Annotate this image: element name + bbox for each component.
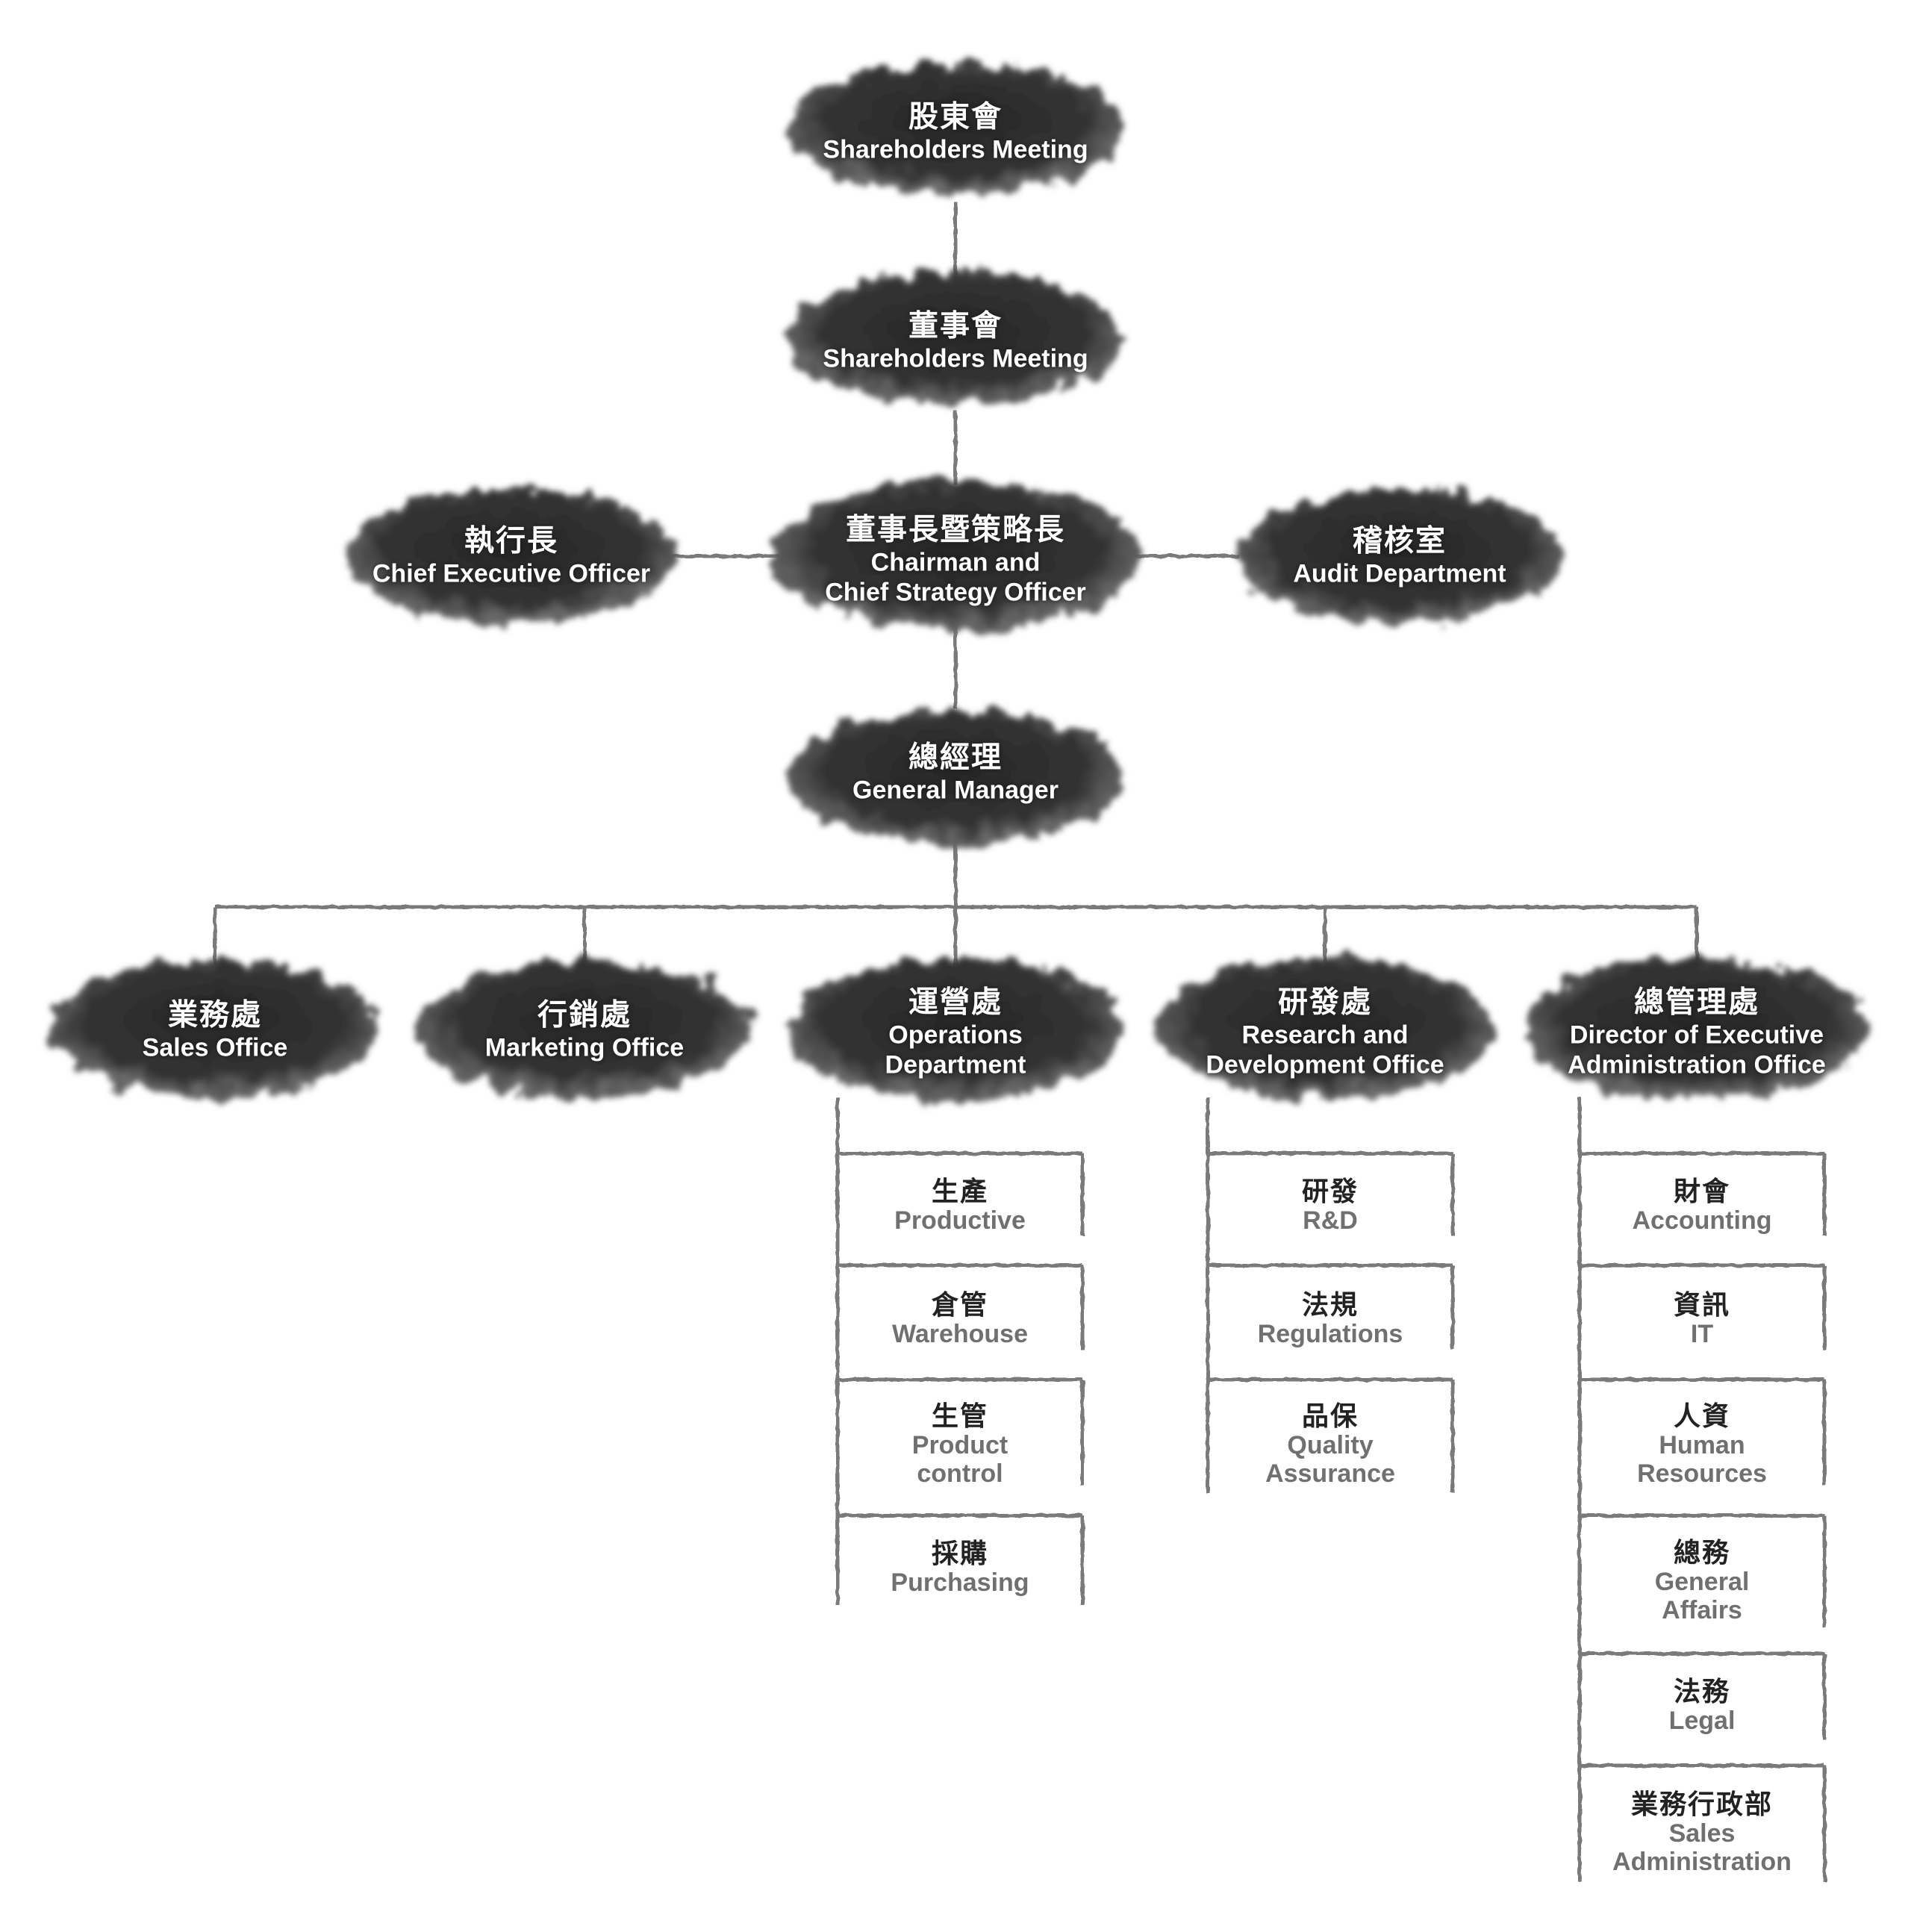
unit-zh-label: 法務 <box>1673 1675 1730 1707</box>
division-zh-label: 總管理處 <box>1633 985 1759 1019</box>
node-board: 董事會 Shareholders Meeting <box>823 308 1088 373</box>
cloud-board <box>788 272 1123 403</box>
unit-zh-label: 生管 <box>931 1400 989 1431</box>
unit-en-label: General <box>1654 1568 1750 1597</box>
cloud-gm <box>788 709 1123 844</box>
cloud-shareholders <box>788 63 1123 194</box>
division-zh-label: 業務處 <box>168 998 262 1032</box>
node-chairman: 董事長暨策略長 Chairman and Chief Strategy Offi… <box>825 512 1086 607</box>
unit-product-control: 生管 Product control <box>911 1400 1009 1489</box>
node-en-label: Chief Strategy Officer <box>825 578 1086 607</box>
cloud-chairman <box>773 482 1138 631</box>
unit-en-label: Affairs <box>1662 1596 1742 1625</box>
unit-en-label: control <box>917 1459 1003 1489</box>
unit-zh-label: 總務 <box>1673 1536 1730 1568</box>
unit-it: 資訊 IT <box>1673 1288 1731 1349</box>
unit-en-label: IT <box>1690 1320 1714 1349</box>
cloud-sales <box>49 960 381 1097</box>
division-zh-label: 運營處 <box>908 985 1003 1019</box>
node-zh-label: 董事長暨策略長 <box>846 513 1065 546</box>
cloud-operations <box>788 958 1123 1100</box>
division-en-label: Operations <box>888 1020 1023 1050</box>
unit-warehouse: 倉管 Warehouse <box>891 1288 1029 1349</box>
unit-human-resources: 人資 Human Resources <box>1637 1400 1767 1489</box>
node-en-label: Chief Executive Officer <box>372 559 651 588</box>
unit-en-label: Accounting <box>1632 1206 1772 1235</box>
unit-zh-label: 人資 <box>1673 1400 1730 1431</box>
unit-en-label: Administration <box>1612 1848 1792 1877</box>
cloud-marketing <box>419 960 750 1097</box>
division-en-label: Director of Executive <box>1569 1020 1824 1050</box>
division-en-label: Research and <box>1241 1020 1409 1050</box>
unit-zh-label: 業務行政部 <box>1630 1788 1773 1819</box>
unit-productive: 生產 Productive <box>894 1175 1026 1235</box>
unit-zh-label: 採購 <box>931 1537 989 1568</box>
node-en-label: Chairman and <box>870 548 1041 577</box>
division-en-label: Department <box>885 1050 1026 1079</box>
unit-en-label: Warehouse <box>891 1320 1029 1349</box>
unit-zh-label: 資訊 <box>1673 1288 1731 1320</box>
unit-purchasing: 採購 Purchasing <box>891 1537 1029 1598</box>
unit-legal: 法務 Legal <box>1668 1675 1736 1736</box>
unit-en-label: Sales <box>1668 1819 1736 1848</box>
cloud-admin <box>1524 958 1870 1100</box>
unit-en-label: Productive <box>894 1206 1026 1235</box>
node-en-label: Shareholders Meeting <box>823 135 1088 164</box>
division-en-label: Administration Office <box>1568 1050 1826 1079</box>
division-zh-label: 研發處 <box>1278 985 1372 1019</box>
unit-en-label: Purchasing <box>891 1568 1029 1598</box>
node-en-label: General Manager <box>852 776 1059 805</box>
unit-zh-label: 生產 <box>931 1175 988 1206</box>
unit-en-label: Quality <box>1287 1431 1374 1460</box>
node-zh-label: 董事會 <box>908 309 1003 343</box>
unit-regulations: 法規 Regulations <box>1257 1288 1403 1349</box>
unit-en-label: Resources <box>1637 1459 1767 1489</box>
division-sales: 業務處 Sales Office <box>143 997 288 1062</box>
division-admin: 總管理處 Director of Executive Administratio… <box>1568 985 1826 1079</box>
node-zh-label: 股東會 <box>908 100 1003 134</box>
unit-en-label: Human <box>1659 1431 1745 1460</box>
division-zh-label: 行銷處 <box>537 998 632 1032</box>
node-general-manager: 總經理 General Manager <box>852 740 1059 805</box>
ink-clouds <box>49 63 1870 1100</box>
unit-zh-label: 財會 <box>1673 1175 1731 1206</box>
unit-en-label: Assurance <box>1265 1459 1395 1489</box>
node-zh-label: 總經理 <box>908 741 1003 774</box>
sub-unit-frames <box>835 1097 1827 1881</box>
division-en-label: Marketing Office <box>484 1033 685 1062</box>
unit-general-affairs: 總務 General Affairs <box>1654 1536 1750 1625</box>
division-rnd: 研發處 Research and Development Office <box>1206 985 1444 1079</box>
division-en-label: Sales Office <box>142 1033 288 1062</box>
division-en-label: Development Office <box>1206 1050 1444 1079</box>
node-zh-label: 稽核室 <box>1352 524 1447 558</box>
unit-en-label: Regulations <box>1257 1320 1403 1349</box>
node-zh-label: 執行長 <box>464 524 558 558</box>
unit-zh-label: 品保 <box>1301 1400 1359 1431</box>
unit-accounting: 財會 Accounting <box>1632 1175 1772 1235</box>
cloud-rnd <box>1157 958 1493 1100</box>
unit-quality-assurance: 品保 Quality Assurance <box>1265 1400 1395 1489</box>
unit-en-label: Legal <box>1668 1707 1736 1736</box>
node-ceo: 執行長 Chief Executive Officer <box>372 523 650 588</box>
unit-zh-label: 倉管 <box>931 1288 989 1320</box>
unit-en-label: Product <box>911 1431 1009 1460</box>
connector-lines <box>213 202 1699 967</box>
unit-sales-administration: 業務行政部 Sales Administration <box>1612 1789 1792 1876</box>
node-en-label: Shareholders Meeting <box>823 344 1088 373</box>
unit-en-label: R&D <box>1303 1206 1358 1235</box>
division-marketing: 行銷處 Marketing Office <box>485 997 684 1062</box>
node-en-label: Audit Department <box>1293 559 1506 588</box>
cloud-audit <box>1235 489 1564 623</box>
node-audit: 稽核室 Audit Department <box>1293 523 1506 588</box>
unit-zh-label: 研發 <box>1301 1175 1359 1206</box>
unit-zh-label: 法規 <box>1301 1288 1359 1320</box>
cloud-ceo <box>347 489 676 623</box>
unit-rd: 研發 R&D <box>1301 1175 1359 1235</box>
node-shareholders-meeting: 股東會 Shareholders Meeting <box>823 99 1088 164</box>
division-operations: 運營處 Operations Department <box>885 985 1026 1079</box>
